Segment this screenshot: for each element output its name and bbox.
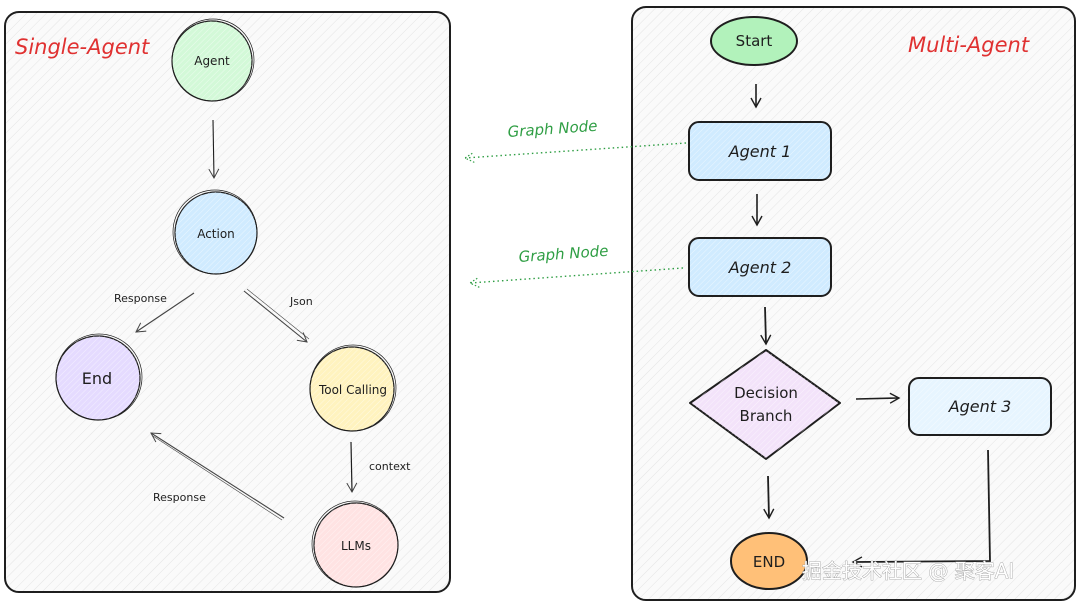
graph-node-label-1: Graph Node	[507, 117, 598, 141]
edge-label-response-2: Response	[153, 491, 206, 504]
edge-llms-to-end	[150, 432, 285, 519]
node-tool-calling-label: Tool Calling	[318, 383, 387, 397]
edge-tool-to-llms	[346, 441, 358, 494]
node-llms-label: LLMs	[341, 539, 371, 553]
multi-agent-title: Multi-Agent	[908, 33, 1030, 57]
single-agent-panel: Single-Agent Agent Action Response Json	[4, 11, 451, 593]
node-agent[interactable]: Agent	[171, 18, 255, 102]
watermark-text: 掘金技术社区 @ 聚客AI	[802, 559, 1014, 583]
edge-agent3-to-end	[851, 449, 991, 568]
edge-label-context: context	[369, 460, 411, 473]
edge-agent-to-action	[208, 119, 220, 180]
node-end-label: End	[82, 369, 112, 388]
graph-node-arrow-1	[463, 142, 687, 163]
node-start-label: Start	[736, 32, 773, 50]
node-agent-1-label: Agent 1	[728, 142, 792, 161]
node-decision-branch[interactable]: Decision Branch	[689, 349, 841, 460]
node-decision-label-line2: Branch	[740, 407, 793, 425]
node-start[interactable]: Start	[710, 16, 798, 66]
node-action-label: Action	[197, 227, 235, 241]
node-llms[interactable]: LLMs	[311, 500, 399, 588]
edge-label-json: Json	[289, 295, 313, 308]
edge-action-to-end	[135, 292, 195, 333]
node-end[interactable]: End	[55, 333, 143, 421]
node-end-multi[interactable]: END	[730, 532, 808, 590]
node-agent-1[interactable]: Agent 1	[688, 121, 832, 181]
node-end-multi-label: END	[753, 553, 785, 571]
edge-decision-to-agent3	[855, 392, 901, 404]
edge-agent2-to-decision	[760, 306, 772, 346]
edge-decision-to-end	[763, 475, 775, 520]
single-agent-title: Single-Agent	[15, 35, 150, 59]
node-agent-2-label: Agent 2	[728, 258, 792, 277]
multi-agent-panel: Multi-Agent Start Agent 1 Agent 2 Decisi…	[631, 6, 1076, 601]
node-agent-2[interactable]: Agent 2	[688, 237, 832, 297]
node-agent-label: Agent	[194, 54, 230, 68]
node-action[interactable]: Action	[172, 189, 258, 275]
node-agent-3-label: Agent 3	[948, 397, 1012, 416]
node-agent-3[interactable]: Agent 3	[908, 377, 1052, 436]
node-tool-calling[interactable]: Tool Calling	[309, 344, 397, 432]
edge-label-response-1: Response	[114, 292, 167, 305]
graph-node-label-2: Graph Node	[518, 242, 609, 266]
node-decision-label-line1: Decision	[734, 384, 798, 402]
edge-action-to-tool	[243, 290, 308, 343]
